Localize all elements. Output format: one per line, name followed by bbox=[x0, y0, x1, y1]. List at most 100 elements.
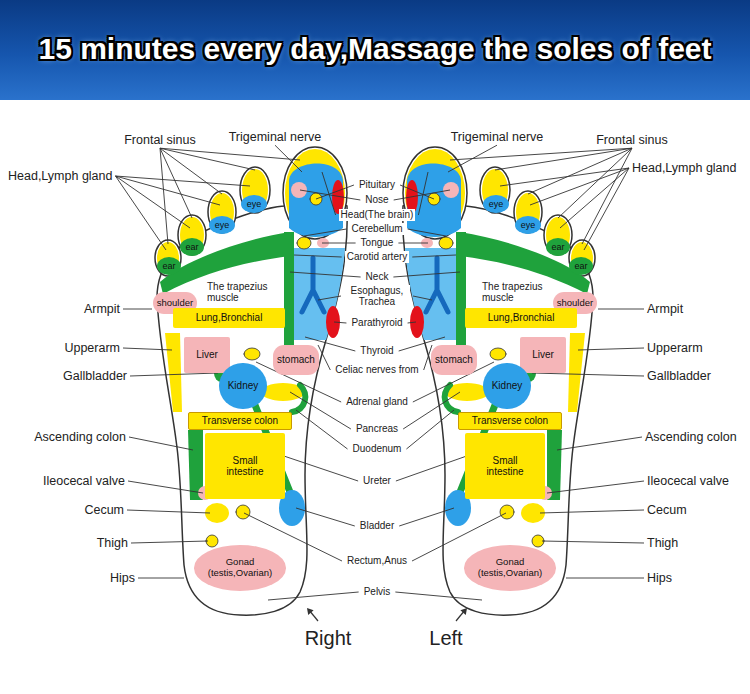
leader-line bbox=[290, 392, 351, 429]
reflex-label: Cecum bbox=[84, 503, 124, 517]
zone-name: shoulder bbox=[557, 298, 593, 309]
reflex-zone: ear bbox=[569, 257, 593, 275]
reflex-zone: eye bbox=[483, 195, 509, 213]
reflex-zone: ear bbox=[157, 257, 181, 275]
leader-line bbox=[294, 255, 342, 257]
zone-name: Gonad (testis,Ovarian) bbox=[470, 557, 550, 579]
toe-outline bbox=[514, 191, 542, 233]
reflex-label: Pelvis bbox=[362, 586, 393, 598]
reflex-zone: eye bbox=[209, 216, 235, 234]
leader-line bbox=[557, 437, 642, 450]
zone-name: Liver bbox=[532, 349, 554, 361]
reflex-label: Pituitary bbox=[357, 179, 397, 191]
zone bbox=[165, 333, 182, 412]
toe-zone bbox=[285, 149, 345, 237]
zone-name: ear bbox=[185, 242, 198, 252]
leader-line bbox=[578, 348, 644, 350]
reflex-label: Thigh bbox=[97, 536, 128, 550]
reflex-label: Duodenum bbox=[351, 443, 404, 455]
leader-line bbox=[123, 309, 152, 310]
leader-line bbox=[160, 148, 222, 194]
foot-outline bbox=[403, 200, 593, 615]
reflex-label: Rectum,Anus bbox=[345, 555, 409, 567]
leader-line bbox=[418, 172, 428, 215]
zone-name: Liver bbox=[196, 349, 218, 361]
leader-line bbox=[530, 168, 629, 205]
reflex-label: Adrenal gland bbox=[344, 396, 410, 408]
toe-outline bbox=[569, 240, 595, 276]
zone-name: shoulder bbox=[157, 298, 193, 309]
leader-line bbox=[127, 510, 210, 513]
leader-line bbox=[318, 345, 330, 370]
leader-line bbox=[160, 148, 168, 244]
leader-line bbox=[532, 373, 644, 376]
reflex-label: Tongue bbox=[359, 237, 396, 249]
reflex-label: Thyroid bbox=[358, 345, 395, 357]
leader-line bbox=[408, 322, 416, 323]
leader-line bbox=[598, 309, 644, 310]
leader-line bbox=[296, 410, 348, 449]
leader-line bbox=[130, 373, 218, 376]
reflex-zone: ear bbox=[546, 238, 570, 256]
leader-line bbox=[138, 578, 184, 579]
zone-label: The trapezius muscle bbox=[207, 281, 273, 304]
leader-line bbox=[528, 148, 632, 194]
zone-name: Lung,Bronchial bbox=[488, 312, 555, 324]
reflex-zone: Small intestine bbox=[205, 433, 285, 499]
reflex-label: Upperarm bbox=[647, 341, 703, 355]
toe-outline bbox=[155, 240, 181, 276]
reflex-zone: Kidney bbox=[483, 363, 530, 409]
leader-line bbox=[395, 592, 482, 600]
leader-line bbox=[304, 229, 346, 236]
zone-name: eye bbox=[247, 199, 262, 209]
reflex-label: Gallbladder bbox=[63, 369, 127, 383]
leader-line bbox=[406, 410, 454, 449]
reflex-label: Frontal sinus bbox=[124, 133, 196, 147]
reflex-zone: eye bbox=[241, 195, 267, 213]
leader-line bbox=[408, 229, 446, 236]
reflex-label: Head(The brain) bbox=[339, 209, 416, 221]
leader-line bbox=[582, 148, 632, 244]
foot-side-label: Right bbox=[305, 627, 352, 650]
reflex-label: Celiac nerves from bbox=[333, 364, 420, 376]
leader-line bbox=[115, 176, 220, 205]
zone-name: ear bbox=[162, 261, 175, 271]
reflex-label: Neck bbox=[364, 271, 391, 283]
leader-line bbox=[296, 508, 355, 526]
leader-line bbox=[542, 541, 644, 543]
reflex-label: Thigh bbox=[647, 536, 678, 550]
leader-line bbox=[400, 185, 434, 199]
neck-zone bbox=[294, 248, 345, 340]
reflex-label: Ileocecal valve bbox=[43, 474, 125, 488]
zone bbox=[439, 237, 453, 249]
zone bbox=[500, 505, 514, 519]
leader-line bbox=[275, 145, 302, 172]
zone bbox=[244, 348, 260, 360]
leader-line bbox=[316, 185, 354, 199]
foot-side-label: Left bbox=[429, 627, 462, 650]
reflex-label: Head,Lymph gland bbox=[632, 161, 736, 175]
reflex-label: Frontal sinus bbox=[596, 133, 668, 147]
zone bbox=[443, 182, 459, 198]
reflex-zone: eye bbox=[515, 216, 541, 234]
reflex-label: Trigeminal nerve bbox=[451, 130, 544, 144]
leader-line bbox=[413, 296, 432, 300]
zone bbox=[410, 306, 424, 338]
reflex-label: Hips bbox=[110, 571, 135, 585]
zone-name: Transverse colon bbox=[472, 415, 548, 427]
zone-name: Kidney bbox=[492, 380, 523, 392]
reflex-zone: Gonad (testis,Ovarian) bbox=[464, 545, 557, 591]
reflex-label: Hips bbox=[647, 571, 672, 585]
reflex-zone: Transverse colon bbox=[188, 412, 292, 430]
reflex-zone: Gonad (testis,Ovarian) bbox=[194, 545, 287, 591]
leader-line bbox=[500, 168, 629, 186]
zone-name: Small intestine bbox=[479, 455, 531, 478]
leader-line bbox=[450, 148, 632, 160]
reflex-zone: Transverse colon bbox=[458, 412, 562, 430]
leader-line bbox=[547, 481, 644, 493]
zone bbox=[292, 385, 305, 412]
leader-line bbox=[129, 437, 193, 450]
reflex-label: Upperarm bbox=[64, 341, 120, 355]
zone-name: stomach bbox=[277, 354, 315, 366]
leader-line bbox=[399, 508, 454, 526]
